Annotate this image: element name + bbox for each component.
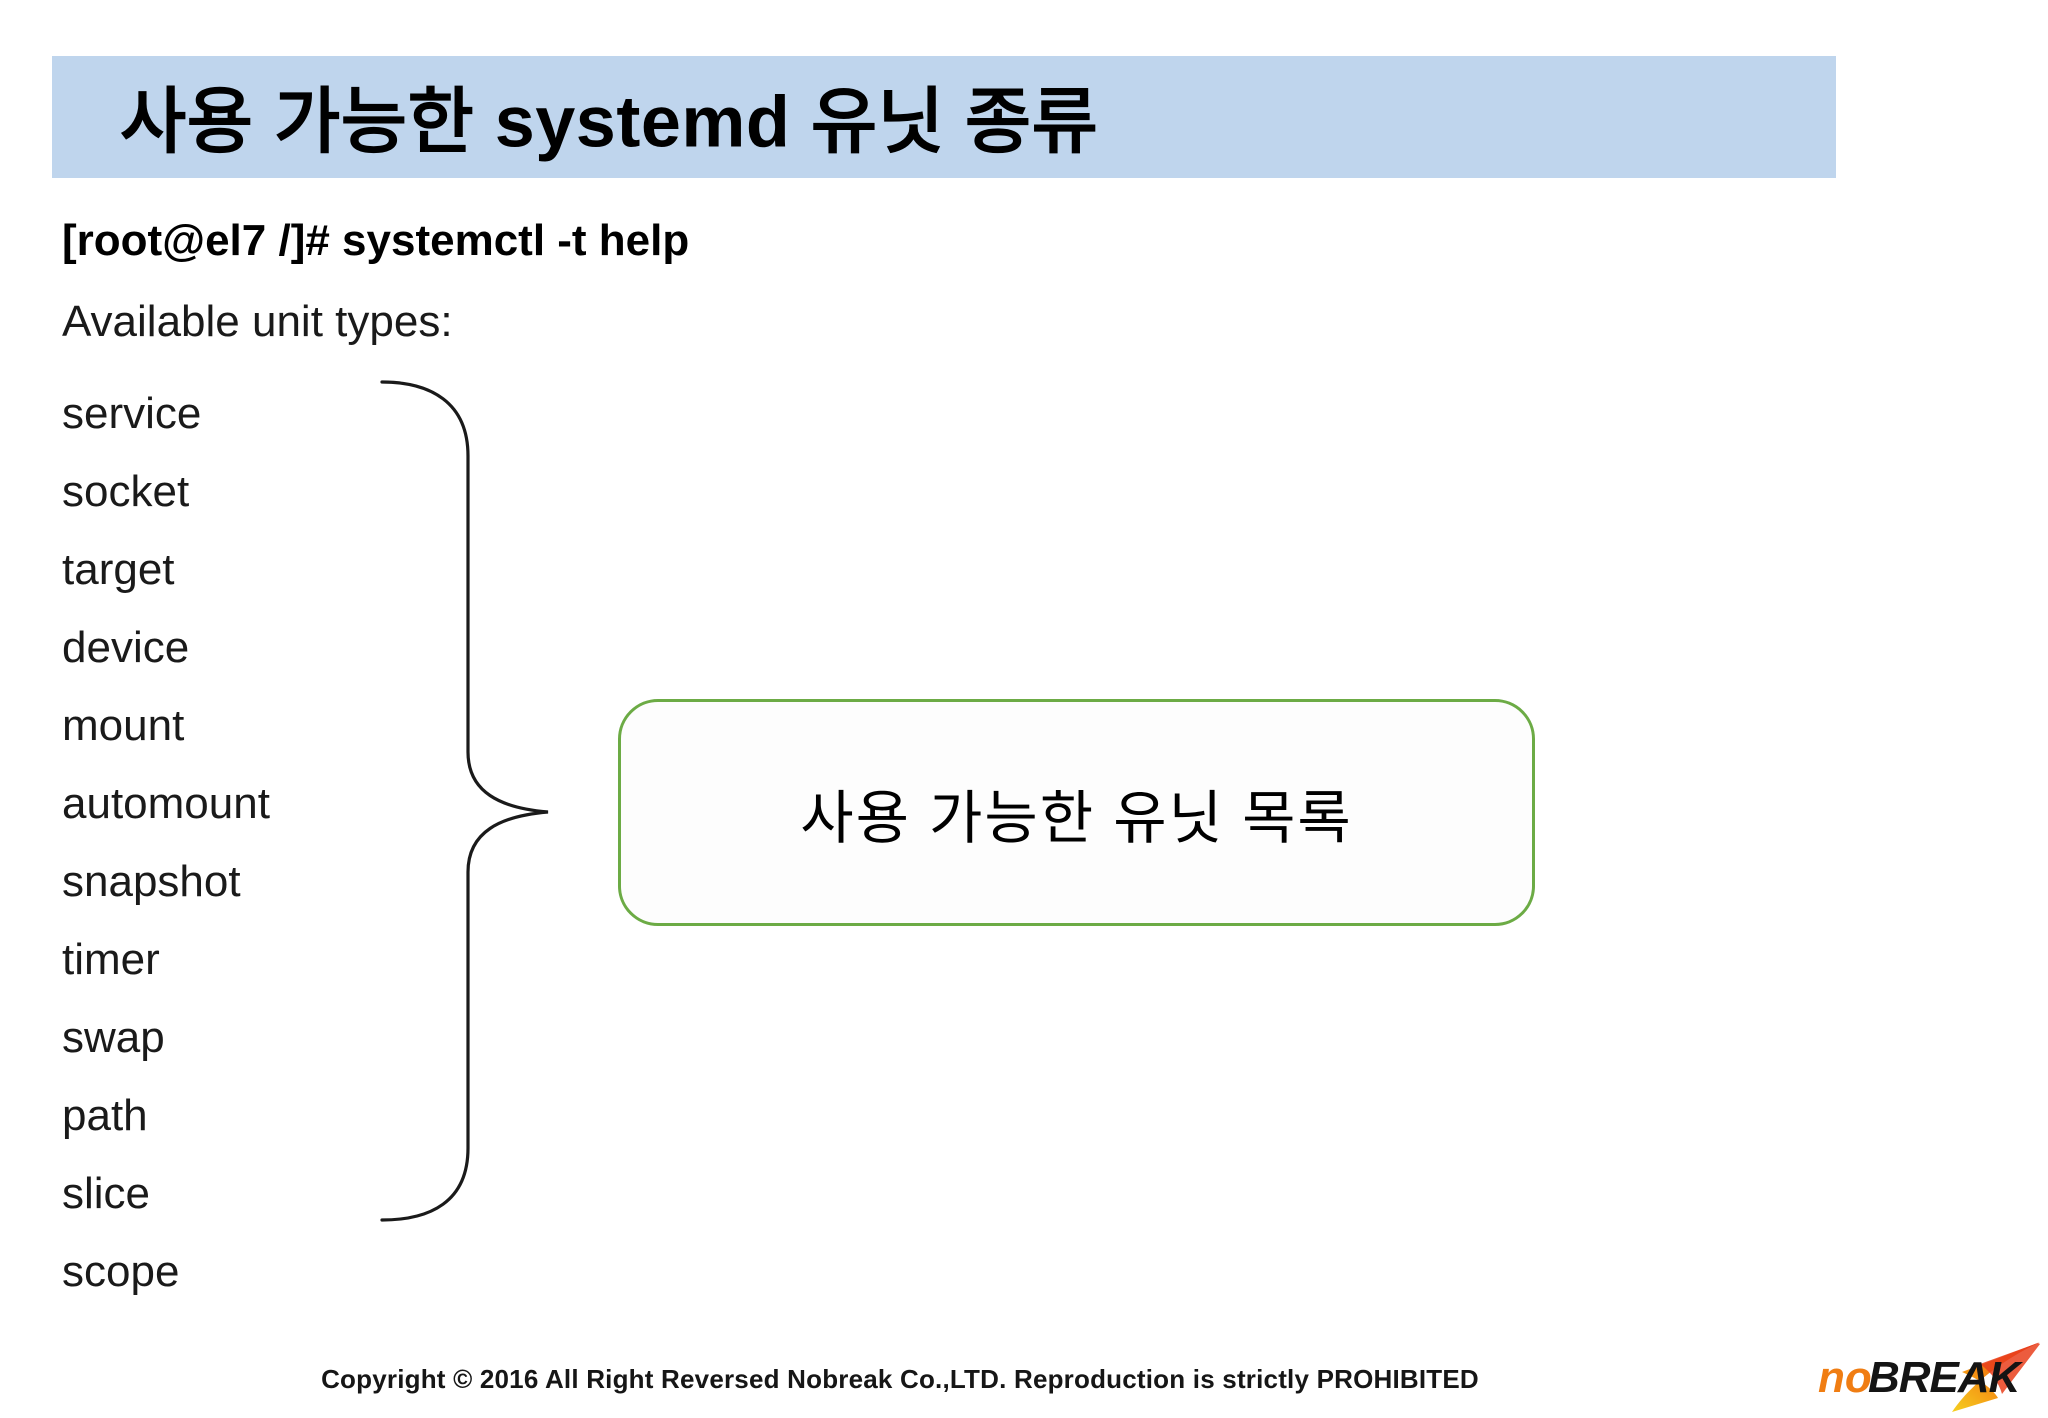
callout-box: 사용 가능한 유닛 목록 bbox=[618, 699, 1535, 926]
list-item: snapshot bbox=[62, 857, 241, 906]
list-item: target bbox=[62, 545, 175, 594]
nobreak-logo: no BREAK bbox=[1818, 1342, 2040, 1412]
list-item: mount bbox=[62, 701, 185, 750]
list-item: slice bbox=[62, 1169, 151, 1218]
slide-title-bar: 사용 가능한 systemd 유닛 종류 bbox=[52, 56, 1836, 178]
list-item: scope bbox=[62, 1247, 180, 1296]
logo-text-break: BREAK bbox=[1868, 1353, 2024, 1402]
curly-brace-icon bbox=[380, 380, 549, 1222]
list-item: automount bbox=[62, 779, 270, 828]
list-item: service bbox=[62, 389, 202, 438]
list-item: device bbox=[62, 623, 190, 672]
unit-type-list: service socket target device mount autom… bbox=[62, 375, 270, 1311]
terminal-output-header: Available unit types: bbox=[62, 297, 453, 346]
list-item: path bbox=[62, 1091, 148, 1140]
list-item: socket bbox=[62, 467, 190, 516]
list-item: timer bbox=[62, 935, 160, 984]
page-title: 사용 가능한 systemd 유닛 종류 bbox=[120, 82, 1099, 163]
logo-text-no: no bbox=[1818, 1353, 1872, 1402]
swoosh-icon bbox=[1952, 1342, 2040, 1412]
footer-copyright: Copyright © 2016 All Right Reversed Nobr… bbox=[321, 1364, 1479, 1394]
callout-label: 사용 가능한 유닛 목록 bbox=[800, 785, 1353, 851]
terminal-prompt-command: [root@el7 /]# systemctl -t help bbox=[62, 216, 690, 265]
list-item: swap bbox=[62, 1013, 165, 1062]
